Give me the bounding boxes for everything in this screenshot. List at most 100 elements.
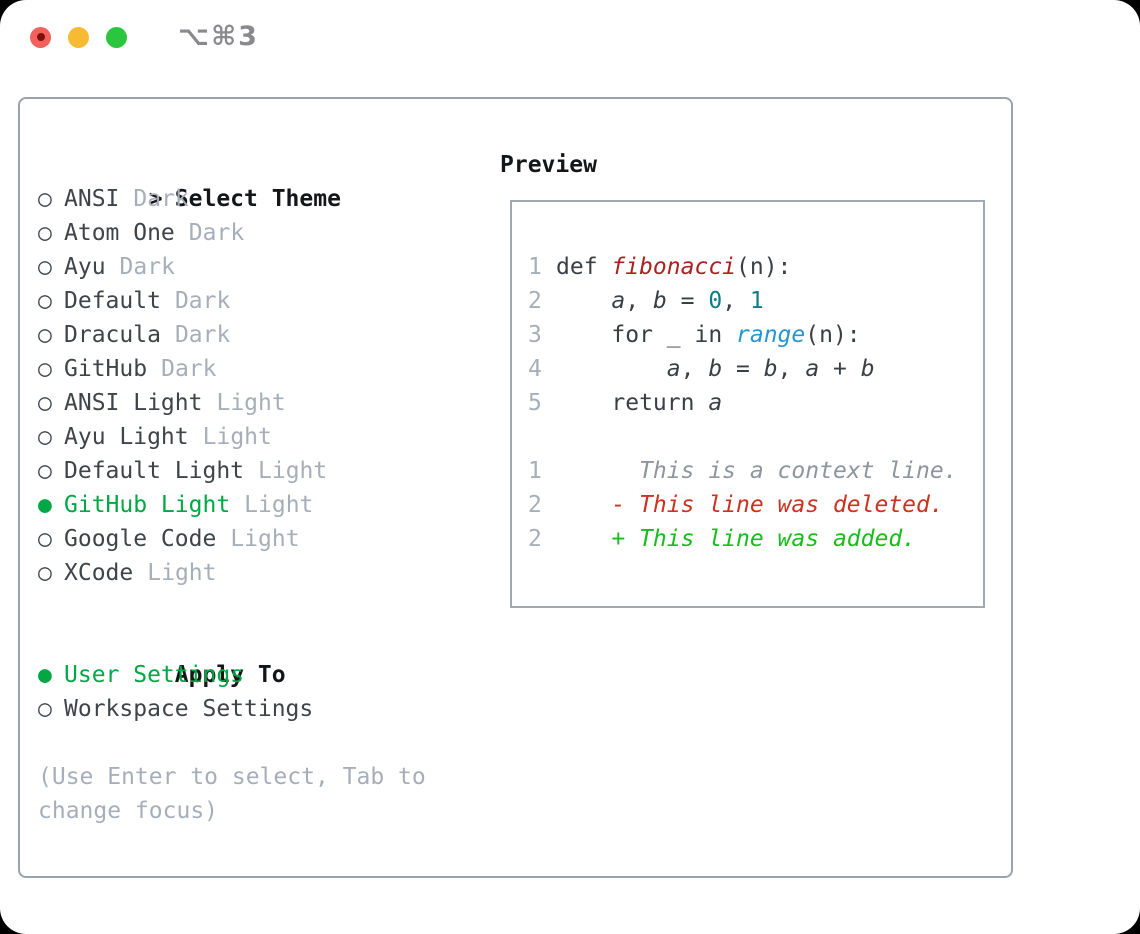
line-number: 1 [528, 458, 542, 484]
code-segment-code: + [819, 356, 861, 382]
code-segment-code: return [556, 390, 709, 416]
code-segment-var: a [805, 356, 820, 382]
theme-option-ayu-light[interactable]: ○ Ayu Light Light [38, 420, 426, 454]
code-segment-context: This is a context line. [556, 458, 958, 484]
code-line: 2 a, b = 0, 1 [528, 284, 983, 318]
theme-option-ansi[interactable]: ○ ANSI Dark [38, 182, 426, 216]
theme-mode-tag: Light [230, 526, 300, 552]
radio-icon: ○ [38, 322, 52, 348]
code-segment-num: 1 [749, 288, 764, 314]
apply-option-user-settings[interactable]: ● User Settings [38, 658, 426, 692]
theme-option-atom-one[interactable]: ○ Atom One Dark [38, 216, 426, 250]
radio-icon: ○ [38, 696, 52, 722]
radio-icon: ○ [38, 220, 52, 246]
radio-icon: ○ [38, 186, 52, 212]
apply-option-workspace-settings[interactable]: ○ Workspace Settings [38, 692, 426, 726]
theme-name: Default Light [64, 458, 245, 484]
prompt-icon: > [148, 186, 163, 212]
code-segment-var: a [611, 288, 626, 314]
apply-target-name: Workspace Settings [64, 696, 314, 722]
radio-icon: ○ [38, 390, 52, 416]
line-number: 3 [528, 322, 542, 348]
theme-name: XCode [64, 560, 134, 586]
code-segment-var: b [860, 356, 875, 382]
radio-icon: ○ [38, 356, 52, 382]
titlebar: ⌥⌘3 [30, 21, 259, 52]
code-segment-code: for _ in [556, 322, 737, 348]
code-segment-var: a [666, 356, 681, 382]
code-segment-num: 0 [708, 288, 723, 314]
select-theme-title: Select Theme [174, 186, 341, 212]
apply-to-header: Apply To [38, 624, 426, 688]
theme-name: Default [64, 288, 161, 314]
theme-mode-tag: Dark [174, 322, 231, 348]
hint-text: (Use Enter to select, Tab to change focu… [38, 760, 426, 828]
line-number: 1 [528, 254, 542, 280]
theme-name: Dracula [64, 322, 161, 348]
code-segment-var: b [652, 288, 667, 314]
theme-mode-tag: Light [202, 424, 272, 450]
theme-name: GitHub [64, 356, 148, 382]
code-segment-var: a [708, 390, 723, 416]
select-theme-header: > Select Theme [38, 148, 426, 212]
diff-added-line: 2 + This line was added. [528, 522, 983, 556]
spacer [38, 726, 426, 760]
hint-line: change focus) [38, 798, 219, 824]
minimize-button[interactable] [68, 26, 89, 48]
close-button[interactable] [30, 26, 51, 48]
theme-mode-tag: Light [244, 492, 314, 518]
theme-mode-tag: Dark [119, 254, 175, 280]
line-number: 2 [528, 492, 542, 518]
theme-name: ANSI [64, 186, 120, 212]
diff-context-line: 1 This is a context line. [528, 454, 983, 488]
theme-option-xcode[interactable]: ○ XCode Light [38, 556, 426, 590]
code-segment-code: (n): [805, 322, 861, 348]
code-segment-builtin: range [736, 322, 806, 348]
line-number: 4 [528, 356, 542, 382]
theme-mode-tag: Light [147, 560, 217, 586]
theme-mode-tag: Dark [188, 220, 245, 246]
code-segment-code: , [722, 288, 750, 314]
radio-selected-icon: ● [38, 662, 52, 688]
apply-target-name: User Settings [64, 662, 245, 688]
code-segment-code [556, 356, 667, 382]
window-shortcut-title: ⌥⌘3 [178, 21, 259, 52]
code-line: 3 for _ in range(n): [528, 318, 983, 352]
code-segment-added: + This line was added. [556, 526, 917, 552]
radio-icon: ○ [38, 424, 52, 450]
radio-icon: ○ [38, 526, 52, 552]
close-dot-icon [36, 33, 45, 41]
line-number: 5 [528, 390, 542, 416]
zoom-button[interactable] [106, 26, 127, 48]
code-segment-code [556, 288, 611, 314]
theme-name: Google Code [64, 526, 217, 552]
theme-option-dracula[interactable]: ○ Dracula Dark [38, 318, 426, 352]
code-segment-code: (n): [736, 254, 792, 280]
radio-icon: ○ [38, 288, 52, 314]
theme-name: Atom One [64, 220, 175, 246]
radio-icon: ○ [38, 458, 52, 484]
preview-header: Preview [500, 152, 597, 178]
theme-option-google-code[interactable]: ○ Google Code Light [38, 522, 426, 556]
line-number: 2 [528, 288, 542, 314]
code-segment-code: , [680, 356, 709, 382]
theme-name: Ayu Light [64, 424, 189, 450]
code-line: 4 a, b = b, a + b [528, 352, 983, 386]
code-segment-deleted: - This line was deleted. [556, 492, 944, 518]
theme-mode-tag: Light [216, 390, 286, 416]
code-segment-var: b [708, 356, 723, 382]
theme-mode-tag: Dark [133, 186, 189, 212]
radio-icon: ○ [38, 560, 52, 586]
